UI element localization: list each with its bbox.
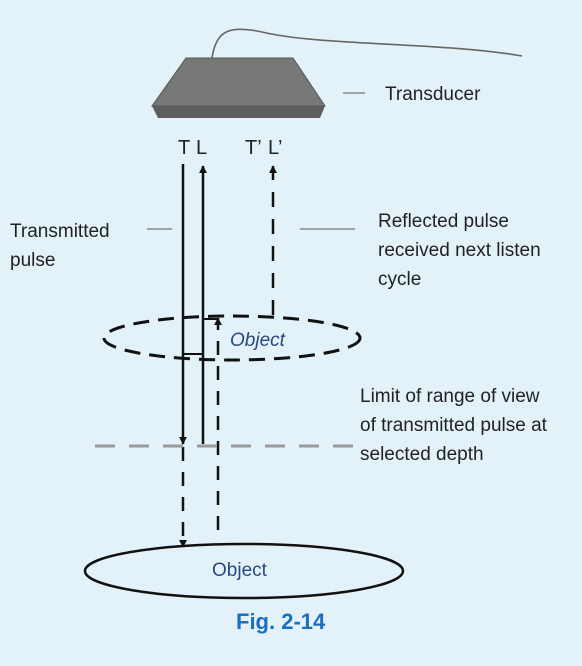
label-t: T bbox=[178, 137, 191, 159]
transducer-base bbox=[152, 106, 325, 118]
object-near-ellipse bbox=[102, 314, 362, 362]
transducer-label: Transducer bbox=[385, 84, 481, 105]
limit-label: Limit of range of view of transmitted pu… bbox=[360, 386, 547, 465]
reflected-pulse-label: Reflected pulse received next listen cyc… bbox=[378, 211, 541, 290]
label-l-prime: L’ bbox=[268, 137, 283, 159]
figure-caption: Fig. 2-14 bbox=[236, 609, 326, 634]
transmitted-pulse-label: Transmitted pulse bbox=[10, 221, 110, 271]
object-near-label: Object bbox=[230, 330, 285, 351]
label-t-prime: T’ bbox=[245, 137, 262, 159]
label-l: L bbox=[196, 137, 208, 159]
object-far-ellipse bbox=[83, 542, 405, 600]
transducer-cable bbox=[211, 28, 523, 59]
object-far-label: Object bbox=[212, 560, 267, 581]
transducer bbox=[151, 57, 326, 107]
